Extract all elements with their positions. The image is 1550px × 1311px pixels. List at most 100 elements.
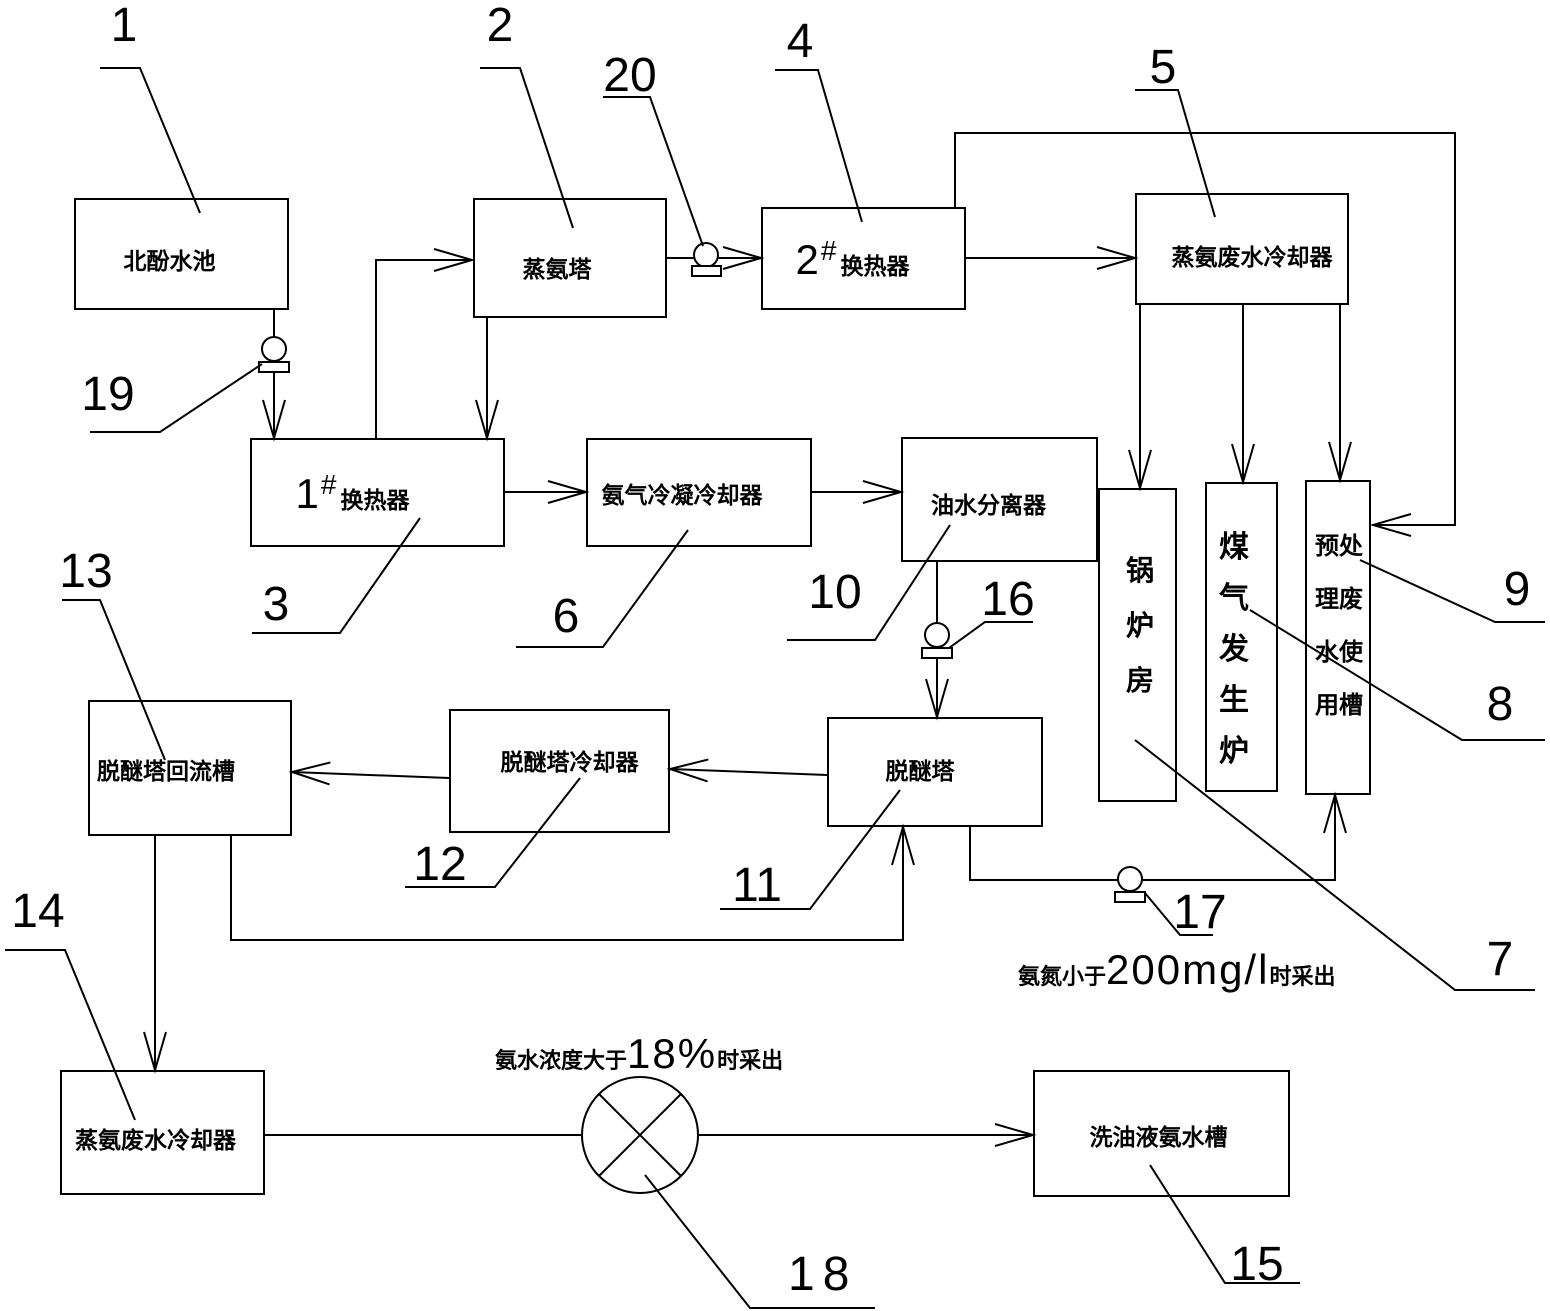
flow-exchanger-1-to-still bbox=[375, 248, 476, 438]
valve-18-cross bbox=[598, 1093, 682, 1177]
ref-number-7: 7 bbox=[1486, 933, 1514, 986]
ref-number-12: 12 bbox=[413, 838, 467, 891]
leader-line-15 bbox=[1149, 1164, 1300, 1284]
ammonia-still-label: 蒸氨塔 bbox=[522, 257, 592, 283]
heat-exchanger-1-label: 1 # 换热器 bbox=[295, 469, 410, 517]
ref-number-6: 6 bbox=[552, 590, 580, 643]
heat-exchanger-1-name: 换热器 bbox=[340, 488, 410, 514]
ref-number-13: 13 bbox=[59, 545, 113, 598]
still-wastewater-cooler-label: 蒸氨废水冷却器 bbox=[1171, 245, 1333, 271]
pump-19-base bbox=[258, 361, 290, 373]
ref-number-15: 15 bbox=[1230, 1238, 1284, 1291]
heat-exchanger-2-index: 2 bbox=[795, 236, 819, 283]
ref-number-19: 19 bbox=[81, 368, 135, 421]
heat-exchanger-2-label: 2 # 换热器 bbox=[795, 235, 910, 283]
leader-line-4 bbox=[775, 69, 863, 223]
pump-19-symbol bbox=[258, 336, 290, 373]
pump-17-body bbox=[1117, 866, 1143, 892]
leader-line-5 bbox=[1135, 89, 1216, 218]
heat-exchanger-2-name: 换热器 bbox=[840, 254, 910, 280]
ref-number-8: 8 bbox=[1486, 678, 1514, 731]
pump-20-body bbox=[693, 242, 719, 268]
oil-water-separator-label: 油水分离器 bbox=[931, 492, 1046, 519]
leader-line-7 bbox=[1134, 739, 1535, 991]
ether-tower-reflux-tank-label: 脱醚塔回流槽 bbox=[97, 759, 235, 785]
pump-16-body bbox=[924, 622, 950, 648]
leader-line-2 bbox=[480, 67, 574, 229]
pump-20-symbol bbox=[691, 242, 722, 277]
ref-number-4: 4 bbox=[786, 15, 814, 68]
flow-exchanger-2-to-pretreated-tank bbox=[954, 132, 1456, 537]
leader-line-12 bbox=[405, 777, 581, 888]
gas-generator-label: 煤气发生炉 bbox=[1219, 530, 1249, 769]
ref-number-18: 18 bbox=[788, 1248, 858, 1301]
leader-line-16 bbox=[948, 621, 1033, 649]
ether-tower-cooler-label: 脱醚塔冷却器 bbox=[500, 750, 639, 776]
pump-17-symbol bbox=[1114, 866, 1146, 903]
leader-line-18 bbox=[644, 1174, 875, 1309]
leader-line-17 bbox=[1144, 892, 1213, 936]
leader-line-6 bbox=[516, 529, 689, 648]
ref-number-1: 1 bbox=[110, 0, 138, 52]
ammonia-water-condition-value: 18% bbox=[627, 1030, 718, 1077]
ref-number-5: 5 bbox=[1149, 41, 1177, 94]
ref-number-14: 14 bbox=[11, 885, 65, 938]
ref-number-11: 11 bbox=[732, 859, 782, 912]
flow-lines bbox=[143, 132, 1456, 1147]
ether-removal-tower-label: 脱醚塔 bbox=[885, 759, 955, 785]
leader-line-8 bbox=[1249, 609, 1545, 741]
ref-number-2: 2 bbox=[486, 0, 514, 52]
still-wastewater-cooler-2-label: 蒸氨废水冷却器 bbox=[75, 1127, 236, 1154]
leader-line-20 bbox=[603, 96, 704, 247]
boiler-house-label: 锅炉房 bbox=[1125, 554, 1154, 697]
leader-line-14 bbox=[5, 949, 136, 1121]
ammonia-water-condition-note: 氨水浓度大于 18% 时采出 bbox=[495, 1030, 783, 1078]
ref-number-17: 17 bbox=[1173, 886, 1227, 939]
pump-17-base bbox=[1114, 891, 1146, 903]
valve-18-symbol bbox=[581, 1076, 699, 1194]
ammonia-condenser-cooler-label: 氨气冷凝冷却器 bbox=[601, 482, 763, 509]
oil-water-separator: 油水分离器 bbox=[901, 437, 1098, 562]
heat-exchanger-1-index: 1 bbox=[295, 470, 319, 517]
flow-reflux-tank-to-ether-tower bbox=[230, 823, 915, 941]
ammonia-nitrogen-condition-value: 200mg/l bbox=[1106, 946, 1270, 993]
leader-line-3 bbox=[252, 517, 421, 634]
heat-exchanger-1: 1 # 换热器 bbox=[250, 438, 505, 547]
ref-number-9: 9 bbox=[1503, 563, 1531, 616]
leader-line-19 bbox=[90, 363, 263, 433]
ammonia-water-condition-before: 氨水浓度大于 bbox=[495, 1049, 628, 1074]
pump-20-base bbox=[691, 265, 722, 277]
equipment-symbols bbox=[258, 242, 1146, 1194]
leader-line-1 bbox=[100, 67, 201, 214]
ref-number-16: 16 bbox=[981, 573, 1035, 626]
leader-lines bbox=[5, 67, 1545, 1309]
pretreated-wastewater-tank: 预处理废水使用槽 bbox=[1305, 480, 1371, 795]
flow-pump-17-to-pretreated-tank bbox=[1142, 791, 1347, 881]
ammonia-nitrogen-condition-after: 时采出 bbox=[1269, 965, 1336, 990]
pump-16-symbol bbox=[921, 622, 953, 659]
pump-16-base bbox=[921, 647, 953, 659]
ref-number-10: 10 bbox=[808, 566, 862, 619]
ammonia-nitrogen-condition-before: 氨氮小于 bbox=[1018, 965, 1107, 990]
ref-number-20: 20 bbox=[603, 49, 657, 102]
leader-line-10 bbox=[787, 524, 951, 641]
ether-tower-reflux-tank: 脱醚塔回流槽 bbox=[88, 700, 292, 836]
leader-line-13 bbox=[62, 599, 166, 761]
leader-line-11 bbox=[720, 789, 901, 910]
beifen-water-pool-label: 北酚水池 bbox=[123, 249, 216, 275]
heat-exchanger-1-mark: # bbox=[320, 469, 337, 500]
flow-ether-cooler-to-reflux-tank bbox=[288, 761, 450, 786]
ammonia-nitrogen-condition-note: 氨氮小于 200mg/l 时采出 bbox=[1018, 946, 1335, 994]
flow-ether-tower-to-cooler bbox=[666, 758, 828, 783]
leader-line-9 bbox=[1359, 559, 1545, 623]
wash-oil-ammonia-tank-label: 洗油液氨水槽 bbox=[1089, 1124, 1228, 1151]
flow-ether-tower-to-pump-17 bbox=[969, 827, 1118, 881]
pump-19-body bbox=[261, 336, 287, 362]
still-wastewater-cooler-2: 蒸氨废水冷却器 bbox=[60, 1070, 265, 1195]
ref-number-3: 3 bbox=[262, 578, 290, 631]
boiler-house: 锅炉房 bbox=[1098, 488, 1177, 802]
beifen-water-pool: 北酚水池 bbox=[74, 198, 289, 310]
heat-exchanger-2-mark: # bbox=[820, 235, 837, 266]
